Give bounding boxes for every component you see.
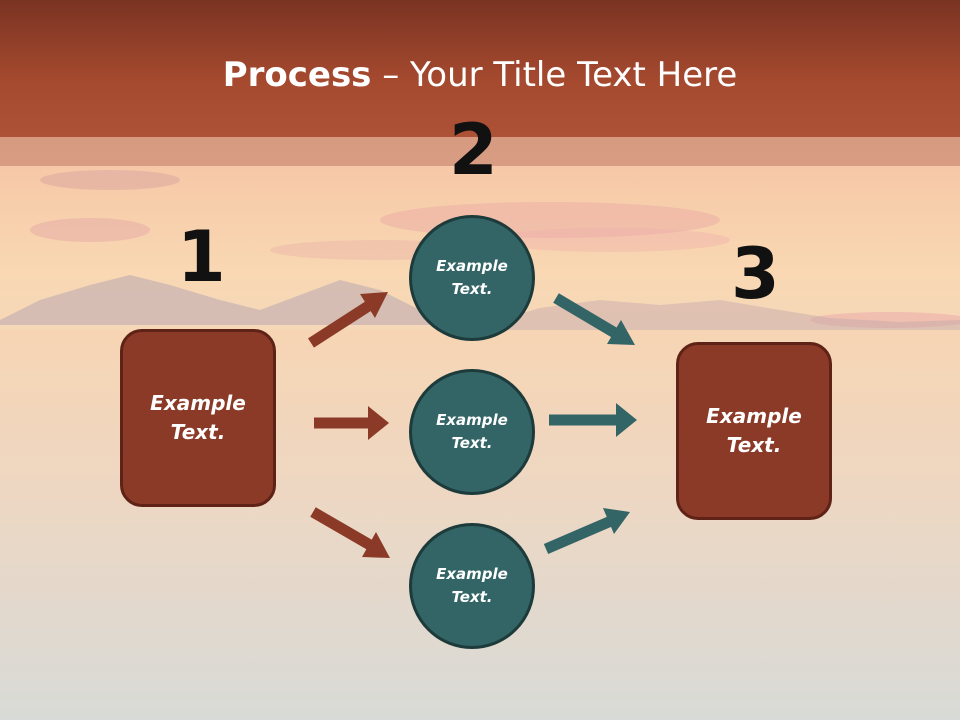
process-circle-top-label: Example Text.	[436, 255, 508, 301]
arrow-left-to-bottom	[313, 512, 390, 558]
process-box-right-label: Example Text.	[706, 402, 802, 460]
process-box-left: Example Text.	[120, 329, 276, 507]
arrow-bottom-to-right	[546, 508, 630, 549]
process-circle-bottom: Example Text.	[409, 523, 535, 649]
arrow-left-to-top	[311, 292, 388, 343]
process-circle-top: Example Text.	[409, 215, 535, 341]
arrow-middle-to-right	[549, 403, 637, 437]
process-circle-middle: Example Text.	[409, 369, 535, 495]
process-circle-middle-label: Example Text.	[436, 409, 508, 455]
process-box-left-label: Example Text.	[150, 389, 246, 447]
process-circle-bottom-label: Example Text.	[436, 563, 508, 609]
arrow-top-to-right	[556, 298, 635, 345]
arrow-left-to-middle	[314, 406, 389, 440]
process-box-right: Example Text.	[676, 342, 832, 520]
